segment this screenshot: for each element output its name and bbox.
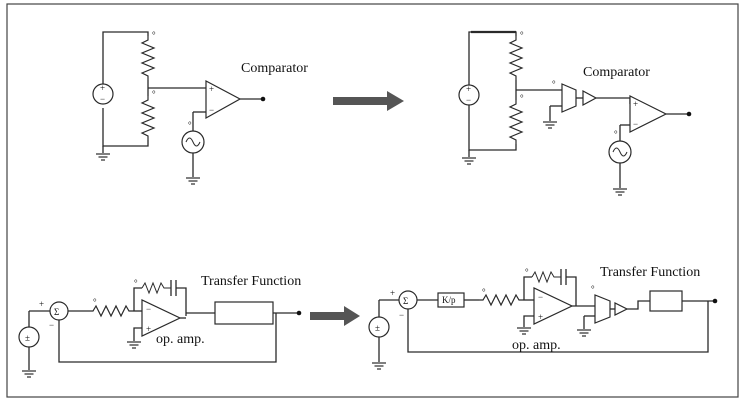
- transfer-function-block: [214, 301, 274, 325]
- opamp-icon: [533, 287, 574, 325]
- svg-text:°: °: [520, 93, 524, 103]
- comparator-circuit-original: ° ° + − ° + − Comparator: [92, 30, 308, 185]
- opamp-label-2: op. amp.: [512, 338, 561, 353]
- svg-text:−: −: [538, 292, 543, 302]
- svg-text:°: °: [152, 30, 156, 40]
- opamp-icon: [141, 299, 182, 337]
- svg-text:°: °: [93, 297, 97, 307]
- svg-text:+: +: [146, 324, 151, 334]
- svg-text:−: −: [100, 94, 105, 104]
- svg-text:−: −: [146, 304, 151, 314]
- svg-text:°: °: [520, 30, 524, 40]
- sampler-block-icon: [561, 83, 577, 113]
- svg-text:±: ±: [25, 333, 30, 343]
- svg-text:−: −: [633, 119, 638, 129]
- transform-arrow-bottom-icon: [310, 306, 360, 326]
- dc-source-icon: [92, 83, 114, 105]
- transfer-function-label-1: Transfer Function: [201, 274, 301, 289]
- svg-text:°: °: [134, 278, 138, 288]
- svg-text:K/p: K/p: [442, 295, 456, 305]
- comparator-opamp-icon: [629, 95, 668, 133]
- svg-text:+: +: [100, 83, 105, 93]
- svg-text:+: +: [466, 84, 471, 94]
- sampler-block-icon: [594, 294, 611, 324]
- transfer-function-block: [649, 290, 683, 312]
- svg-text:°: °: [152, 89, 156, 99]
- svg-text:°: °: [591, 284, 595, 294]
- opamp-label-1: op. amp.: [156, 332, 205, 347]
- comparator-label-1: Comparator: [241, 61, 308, 76]
- comparator-opamp-icon: [205, 80, 242, 120]
- buffer-icon: [582, 89, 598, 107]
- svg-text:°: °: [552, 79, 556, 89]
- svg-text:+: +: [209, 84, 214, 94]
- svg-text:Σ: Σ: [403, 296, 408, 306]
- svg-text:+: +: [633, 99, 638, 109]
- svg-text:°: °: [525, 267, 529, 277]
- svg-text:+: +: [39, 299, 44, 309]
- comparator-label-2: Comparator: [583, 65, 650, 80]
- transform-arrow-top-icon: [333, 91, 404, 111]
- svg-text:−: −: [399, 310, 404, 320]
- svg-text:−: −: [209, 105, 214, 115]
- svg-text:°: °: [482, 287, 486, 297]
- frame: [6, 3, 739, 398]
- svg-text:−: −: [49, 320, 54, 330]
- svg-text:°: °: [614, 129, 618, 139]
- svg-text:+: +: [390, 288, 395, 298]
- opamp-loop-original: ± Σ + − ° ° − + Transfer Function: [18, 274, 302, 378]
- svg-text:+: +: [538, 312, 543, 322]
- svg-text:°: °: [188, 120, 192, 130]
- comparator-circuit-equivalent: ° ° ° + − + − ° Comparator: [458, 30, 692, 196]
- dc-source-icon: [458, 84, 480, 106]
- svg-text:−: −: [466, 95, 471, 105]
- svg-text:Σ: Σ: [54, 307, 59, 317]
- buffer-icon: [614, 302, 629, 316]
- opamp-loop-equivalent: ± Σ + − K/p ° ° − +: [368, 265, 718, 370]
- transfer-function-label-2: Transfer Function: [600, 265, 700, 280]
- svg-text:±: ±: [375, 323, 380, 333]
